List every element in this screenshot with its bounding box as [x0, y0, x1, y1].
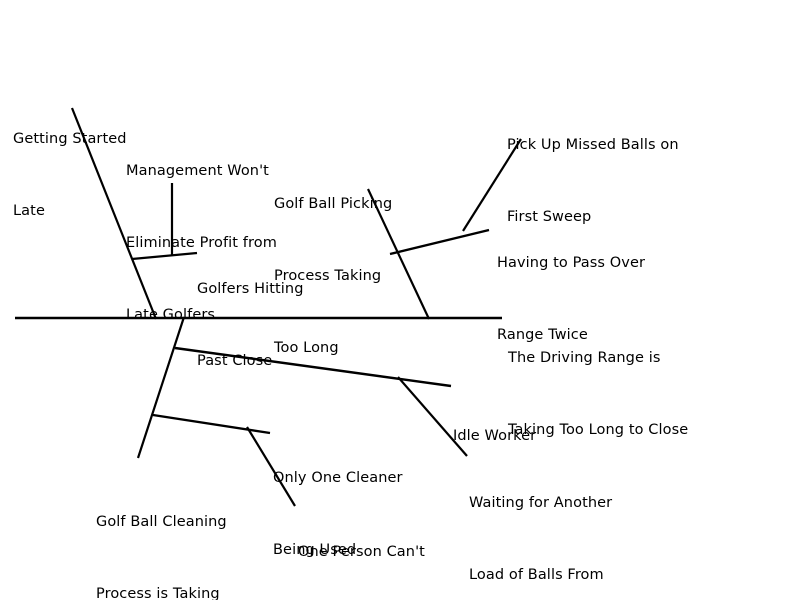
label-line: Process is Taking [96, 586, 220, 600]
label-line: Eliminate Profit from [126, 235, 277, 251]
label-line: Process Taking [274, 268, 382, 284]
label-line: Golfers Hitting [197, 281, 304, 297]
subrib-golfers-hitting-past-close [131, 251, 198, 261]
label-line: First Sweep [507, 209, 592, 225]
label-golf-ball-cleaning-process: Golf Ball Cleaning Process is Taking Too… [96, 462, 227, 600]
label-line: Late Golfers [126, 307, 216, 323]
effect-line: The Driving Range is [508, 350, 661, 366]
label-line: Golf Ball Picking [274, 196, 393, 212]
label-line: One Person Can't [298, 544, 425, 560]
label-golfers-hitting-past-close: Golfers Hitting Past Close [197, 229, 304, 421]
label-management-wont-eliminate-profit: Management Won't Eliminate Profit from L… [126, 111, 277, 375]
rib-golf-ball-picking-process [367, 188, 430, 320]
label-only-one-cleaner: Only One Cleaner Being Used [273, 418, 403, 600]
label-line: Waiting for Another [469, 495, 613, 511]
subrib-only-one-cleaner [152, 413, 271, 435]
label-line: Load of Balls From [469, 567, 604, 583]
label-line: Only One Cleaner [273, 470, 403, 486]
effect-line: Taking Too Long to Close [508, 422, 689, 438]
label-having-to-pass-over-range-twice: Having to Pass Over Range Twice [497, 203, 645, 395]
label-effect-driving-range: The Driving Range is Taking Too Long to … [508, 298, 688, 490]
label-line: Being Used [273, 542, 357, 558]
label-line: Range Twice [497, 327, 588, 343]
subrib-one-person-cant-operate [246, 426, 296, 507]
rib-getting-started-late [70, 107, 158, 320]
label-pick-up-missed-balls: Pick Up Missed Balls on First Sweep [507, 85, 679, 277]
label-getting-started-late: Getting Started Late [13, 79, 127, 271]
label-waiting-for-another-load: Waiting for Another Load of Balls From P… [469, 443, 612, 600]
subrib-pick-up-missed-balls [462, 138, 522, 232]
subrib-having-to-pass-over-range-twice [389, 228, 490, 256]
rib-golf-ball-cleaning-process [136, 316, 186, 459]
subrib-idle-worker [174, 346, 452, 388]
label-one-person-cant-operate: One Person Can't Physically Operate Two … [298, 492, 435, 600]
label-line: Late [13, 203, 45, 219]
label-line: Management Won't [126, 163, 269, 179]
label-line: Golf Ball Cleaning [96, 514, 227, 530]
label-line: Past Close [197, 353, 273, 369]
subrib-waiting-for-another-load [397, 376, 468, 457]
label-idle-worker: Idle Worker [453, 376, 536, 496]
label-line: Idle Worker [453, 428, 537, 444]
label-line: Too Long [274, 340, 339, 356]
label-line: Having to Pass Over [497, 255, 646, 271]
label-golf-ball-picking-process: Golf Ball Picking Process Taking Too Lon… [274, 144, 392, 408]
label-line: Pick Up Missed Balls on [507, 137, 679, 153]
label-line: Getting Started [13, 131, 127, 147]
